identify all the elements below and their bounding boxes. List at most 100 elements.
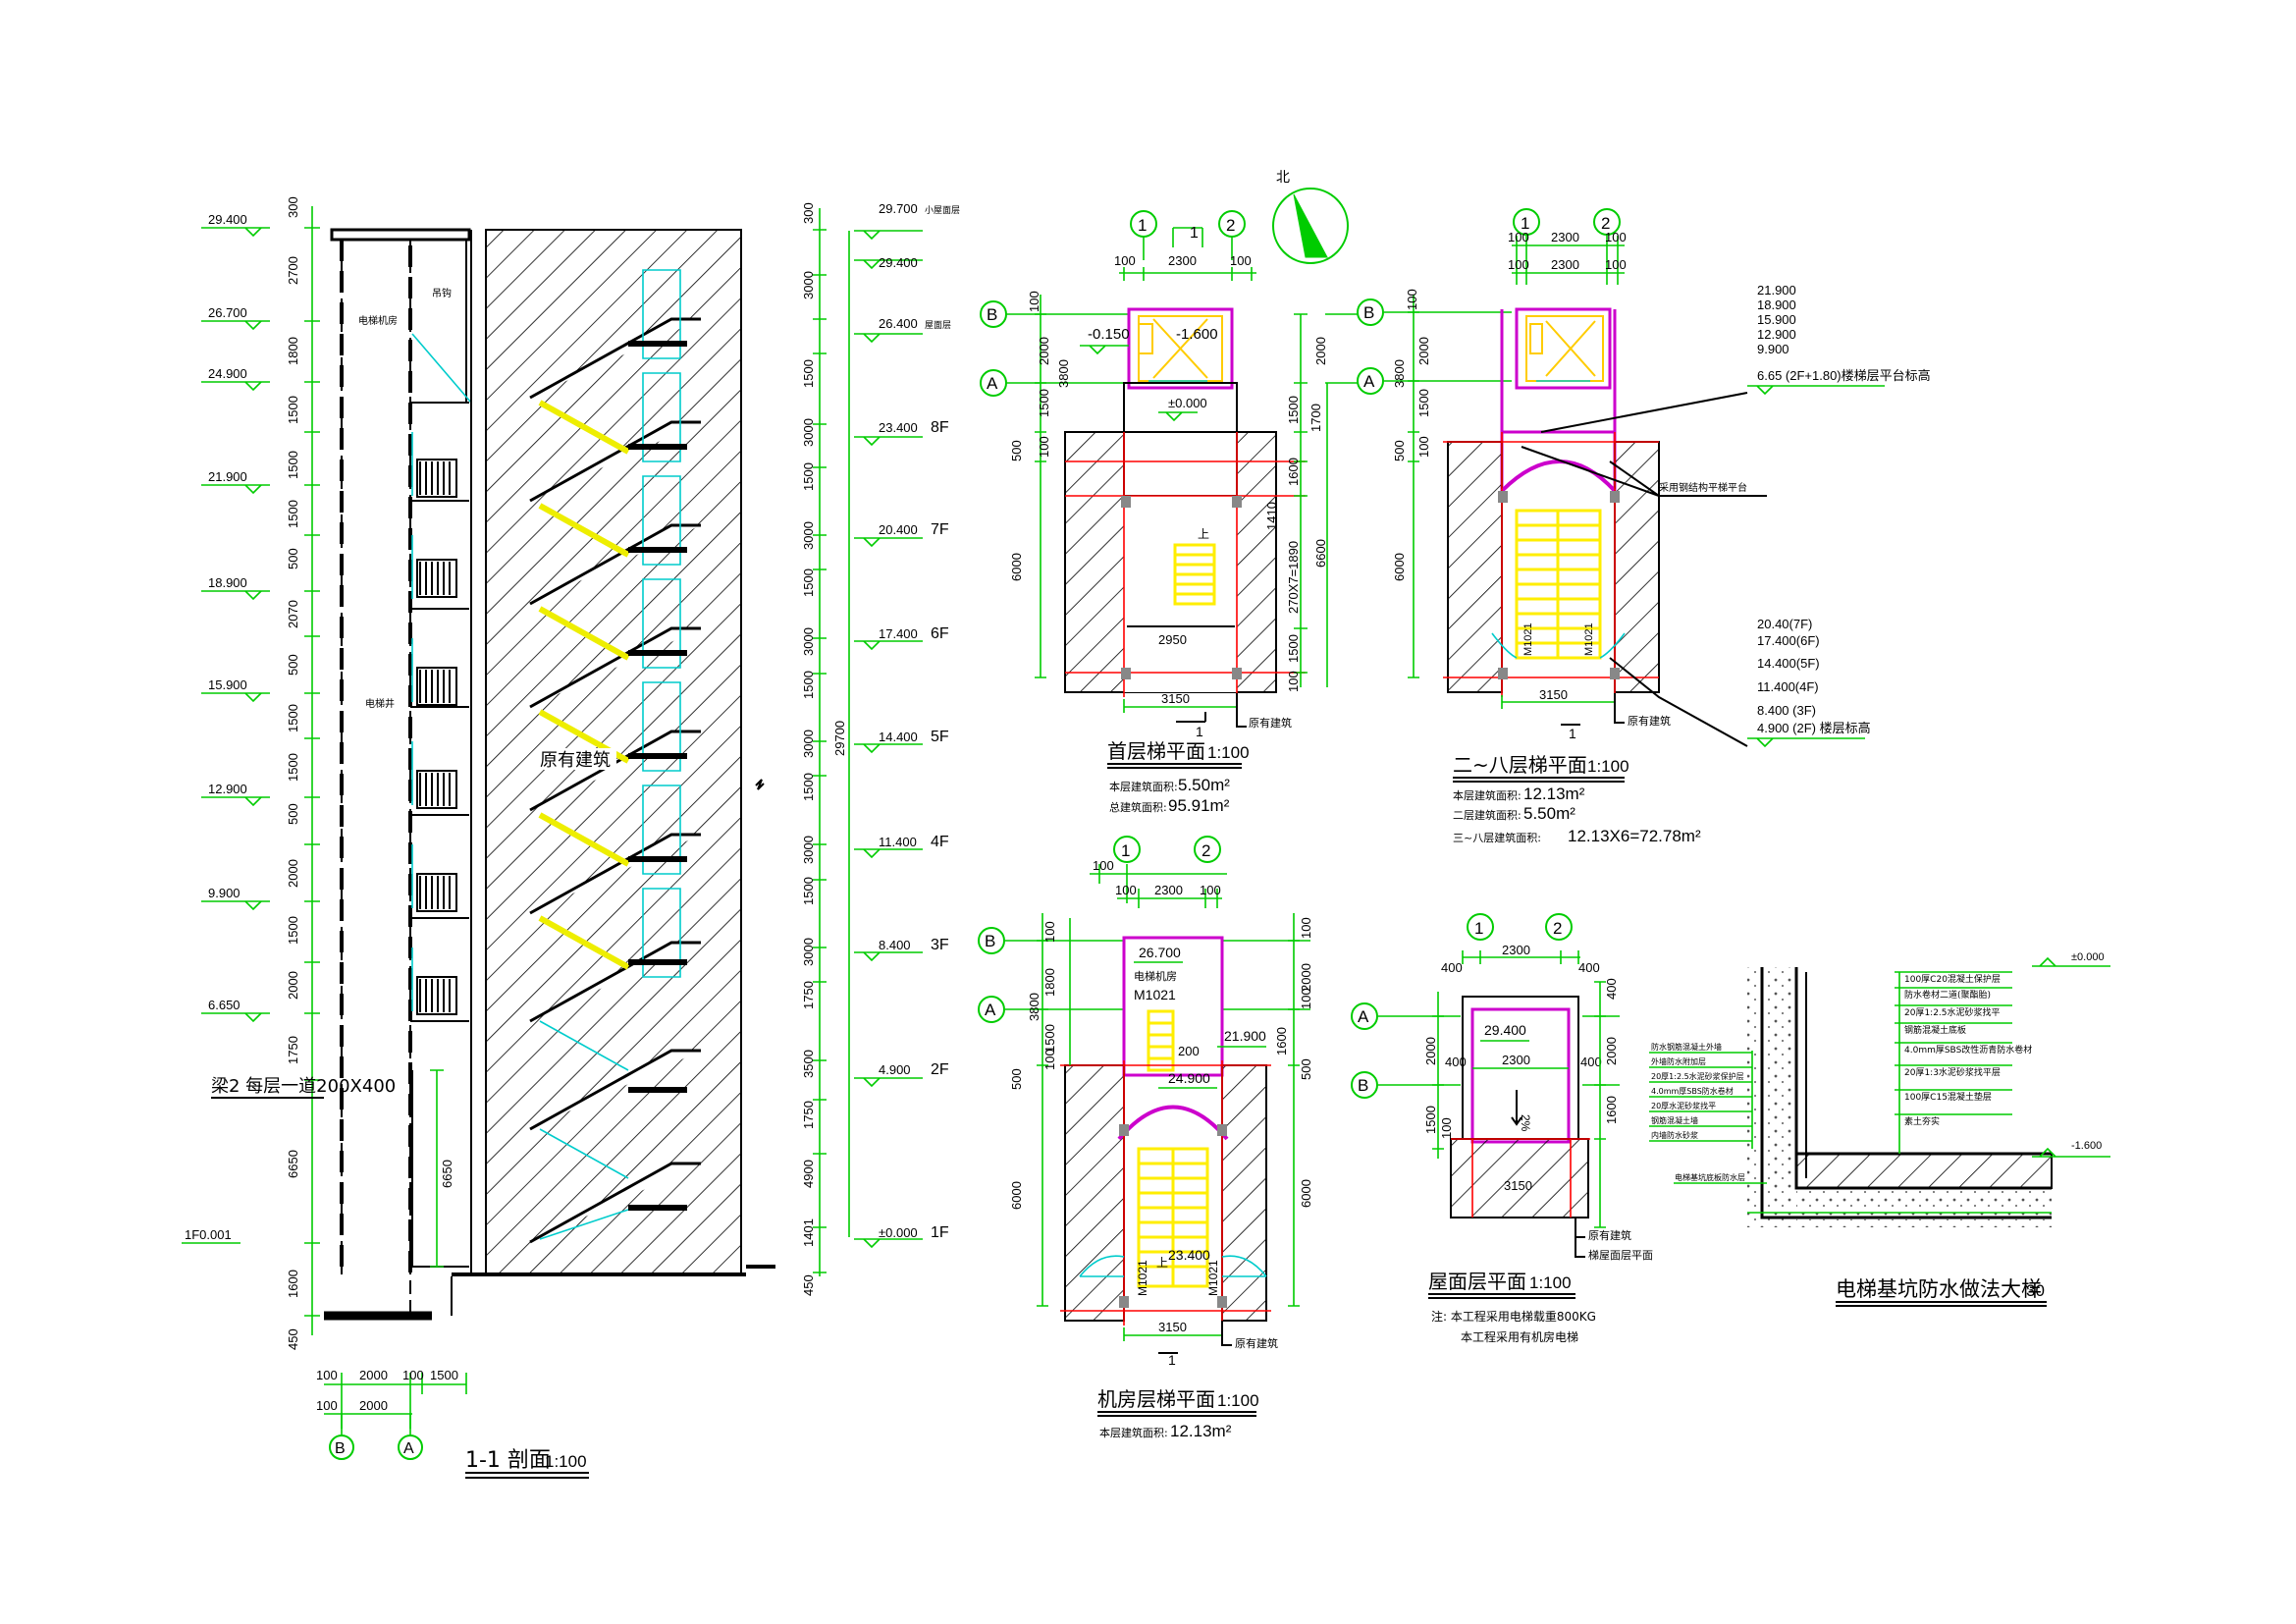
section-scale: 1:100 [545, 1452, 587, 1471]
typ-left-2: 2000 [1416, 337, 1431, 365]
level-6650: 6.650 [208, 998, 240, 1012]
ground-cut-bottom: 1 [1196, 724, 1203, 739]
axis-a: A [403, 1440, 414, 1457]
rfloor-9: 1F [931, 1224, 949, 1241]
typ-axis-b: B [1363, 303, 1374, 322]
typical-floor-plan: 1 2 100 2300 100 100 2300 100 B A M1021 … [1357, 208, 1931, 845]
mach-area-value: 12.13m² [1170, 1422, 1232, 1440]
rlevel-2: 26.400 [879, 316, 918, 331]
mach-left-0: 100 [1042, 921, 1057, 943]
pit-layer-4: 4.0mm厚SBS改性沥青防水卷材 [1904, 1044, 2032, 1056]
rlevel-1: 29.400 [879, 255, 918, 270]
ground-area2-value: 95.91m² [1168, 796, 1230, 815]
dim-right-17: 4900 [801, 1160, 816, 1188]
machine-room-plan: 1 2 100 100 2300 100 B A 26.700 电梯机房 M10… [978, 836, 1313, 1440]
pit-detail: ±0.000 -1.600 100厚C20混凝土保护层 防水卷材二道(聚酯胎) … [1649, 951, 2110, 1307]
ground-axis-b: B [987, 305, 997, 324]
north-label: 北 [1276, 170, 1290, 186]
roof-existing: 原有建筑 [1588, 1228, 1631, 1242]
inner-dim-6650: 6650 [440, 1160, 454, 1188]
roof-level: 29.400 [1484, 1022, 1526, 1038]
level-24900: 24.900 [208, 366, 247, 381]
typ-axis-a: A [1363, 372, 1375, 391]
ground-left-1: 3800 [1056, 359, 1071, 388]
level-12900: 12.900 [208, 782, 247, 796]
mach-left-2: 1800 [1042, 968, 1057, 997]
roof-slope: 2% [1519, 1114, 1532, 1132]
mach-left-6: 6000 [1009, 1181, 1024, 1210]
section-title: 1-1 剖面 [465, 1448, 551, 1473]
level-18900: 18.900 [208, 575, 247, 590]
mach-right-4: 500 [1299, 1058, 1313, 1080]
mach-up: 上 [1156, 1256, 1168, 1270]
typ-blvl-1: 17.400(6F) [1757, 633, 1820, 648]
ground-scale: 1:100 [1207, 743, 1250, 762]
pit-scale: 30 [2026, 1281, 2045, 1300]
dim-right-5: 3000 [801, 521, 816, 550]
rlevel-5: 17.400 [879, 626, 918, 641]
typ-left-4: 100 [1416, 436, 1431, 458]
mach-level3: 24.900 [1168, 1070, 1210, 1086]
pit-note-1: 外墙防水附加层 [1651, 1056, 1706, 1066]
pit-note-6: 内墙防水砂浆 [1651, 1130, 1698, 1140]
shaft-label: 电梯井 [365, 697, 395, 710]
mach-scale: 1:100 [1217, 1391, 1259, 1410]
typ-bottom-dim: 3150 [1539, 687, 1568, 702]
bdim2-0: 100 [316, 1398, 338, 1413]
mach-axis-a: A [985, 1001, 996, 1019]
typ-area3-label: 三~八层建筑面积: [1453, 831, 1541, 844]
typ-door: M1021 [1522, 623, 1534, 656]
rlevel-7: 11.400 [879, 835, 917, 849]
mach-door: M1021 [1134, 987, 1176, 1002]
rlevel-4: 20.400 [879, 522, 918, 537]
rfloor-5: 5F [931, 729, 949, 745]
dim-right-2: 1500 [801, 359, 816, 388]
roof-left-0: 2000 [1423, 1037, 1438, 1065]
mach-right-5: 6000 [1299, 1179, 1313, 1208]
typ-lvl-2: 15.900 [1757, 312, 1796, 327]
typ-levels-bottom: 20.40(7F) 17.400(6F) 14.400(5F) 11.400(4… [1609, 617, 1871, 748]
ground-right-1: 1500 [1286, 396, 1301, 424]
dim-right-total: 29700 [832, 721, 847, 756]
roof-left-1: 1500 [1423, 1106, 1438, 1134]
dim-left-17: 1600 [286, 1270, 300, 1298]
mach-top-3: 100 [1200, 883, 1221, 897]
roof-top-2: 400 [1578, 960, 1600, 975]
ground-existing: 原有建筑 [1249, 716, 1292, 730]
typ-top-3: 100 [1508, 257, 1529, 272]
pit-bottom-note: 电梯基坑底板防水层 [1675, 1172, 1745, 1182]
dim-right-8: 1500 [801, 671, 816, 699]
axis-b-circle [329, 1435, 354, 1460]
ground-floor-plan: 1 2 1 100 2300 100 B A -1.600 -0.150 ±0.… [980, 210, 1374, 815]
dim-left-16: 6650 [286, 1150, 300, 1178]
typ-lvl-note: 6.65 (2F+1.80)楼梯层平台标高 [1757, 368, 1931, 383]
rlevel-10: ±0.000 [879, 1225, 918, 1240]
mach-axis-b: B [985, 932, 995, 950]
typ-top-2: 100 [1605, 230, 1627, 244]
typ-top-5: 100 [1605, 257, 1627, 272]
bdim2-1: 2000 [359, 1398, 388, 1413]
roof-right-0: 400 [1604, 978, 1619, 1000]
dim-right-16: 1750 [801, 1101, 816, 1129]
mach-room: 电梯机房 [1134, 969, 1177, 983]
dim-left-8: 500 [286, 654, 300, 676]
dim-left-6: 500 [286, 548, 300, 569]
ground-top-0: 100 [1114, 253, 1136, 268]
roof-axis-2: 2 [1553, 919, 1562, 938]
level-29400: 29.400 [208, 212, 247, 227]
ground-up: 上 [1198, 527, 1209, 541]
ground-area1-value: 5.50m² [1178, 776, 1230, 794]
pit-layer-5: 20厚1:3水泥砂浆找平层 [1904, 1066, 2001, 1078]
existing-building-label: 原有建筑 [540, 750, 611, 771]
ground-left-2: 2000 [1037, 337, 1051, 365]
ground-level3: ±0.000 [1168, 396, 1207, 410]
typ-left-5: 500 [1392, 440, 1407, 461]
bdim-1: 2000 [359, 1368, 388, 1382]
dim-right-11: 3000 [801, 836, 816, 864]
dim-right-18: 1401 [801, 1218, 816, 1247]
mach-dim200: 200 [1178, 1044, 1200, 1058]
roof-axis-a: A [1358, 1007, 1369, 1026]
pit-top-level: ±0.000 [2071, 951, 2105, 963]
roof-existing2: 梯屋面层平面 [1588, 1249, 1653, 1262]
dim-left-5: 1500 [286, 500, 300, 528]
